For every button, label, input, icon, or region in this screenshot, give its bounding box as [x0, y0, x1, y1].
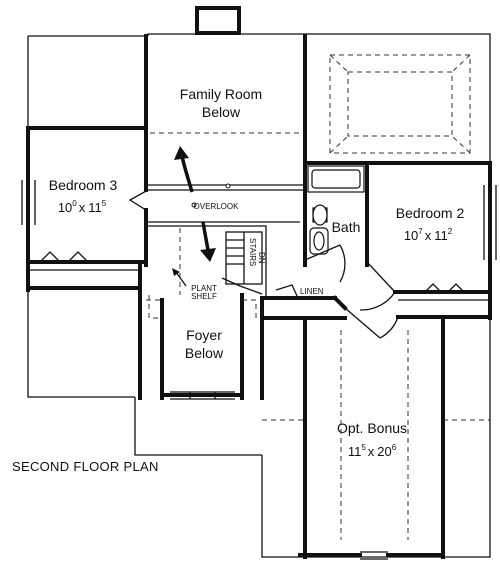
bath-fixtures [307, 165, 365, 255]
stairs-down-label: DN [257, 252, 266, 264]
closet-bedroom-3 [28, 251, 140, 271]
family-room-label: Family Room [180, 86, 262, 102]
plant-shelf-label-2: SHELF [191, 292, 217, 301]
chimney [195, 6, 241, 35]
exterior-outline [27, 33, 491, 558]
doors [275, 244, 399, 339]
bonus-room-label: Opt. Bonus [337, 420, 407, 436]
family-room-below-label: Below [202, 104, 241, 120]
foyer-below-label: Below [185, 345, 224, 361]
overlook-label: OVERLOOK [194, 202, 240, 211]
stairs [221, 231, 263, 295]
windows [21, 180, 497, 560]
dashed-outlines [146, 132, 490, 540]
overlook-arrows [172, 146, 216, 287]
bedroom-3-label: Bedroom 3 [49, 177, 118, 193]
closet-bedroom-2 [398, 283, 490, 301]
foyer-label: Foyer [186, 327, 222, 343]
walls [26, 34, 492, 559]
stairs-label: STAIRS [248, 238, 257, 266]
bath-label: Bath [332, 219, 361, 235]
overlook-railing [128, 183, 305, 298]
plant-shelf-label-1: PLANT [191, 284, 217, 293]
bedroom-2-label: Bedroom 2 [396, 205, 465, 221]
tray-ceiling [329, 54, 471, 154]
plan-caption: SECOND FLOOR PLAN [12, 459, 159, 474]
linen-label: LINEN [300, 287, 324, 296]
